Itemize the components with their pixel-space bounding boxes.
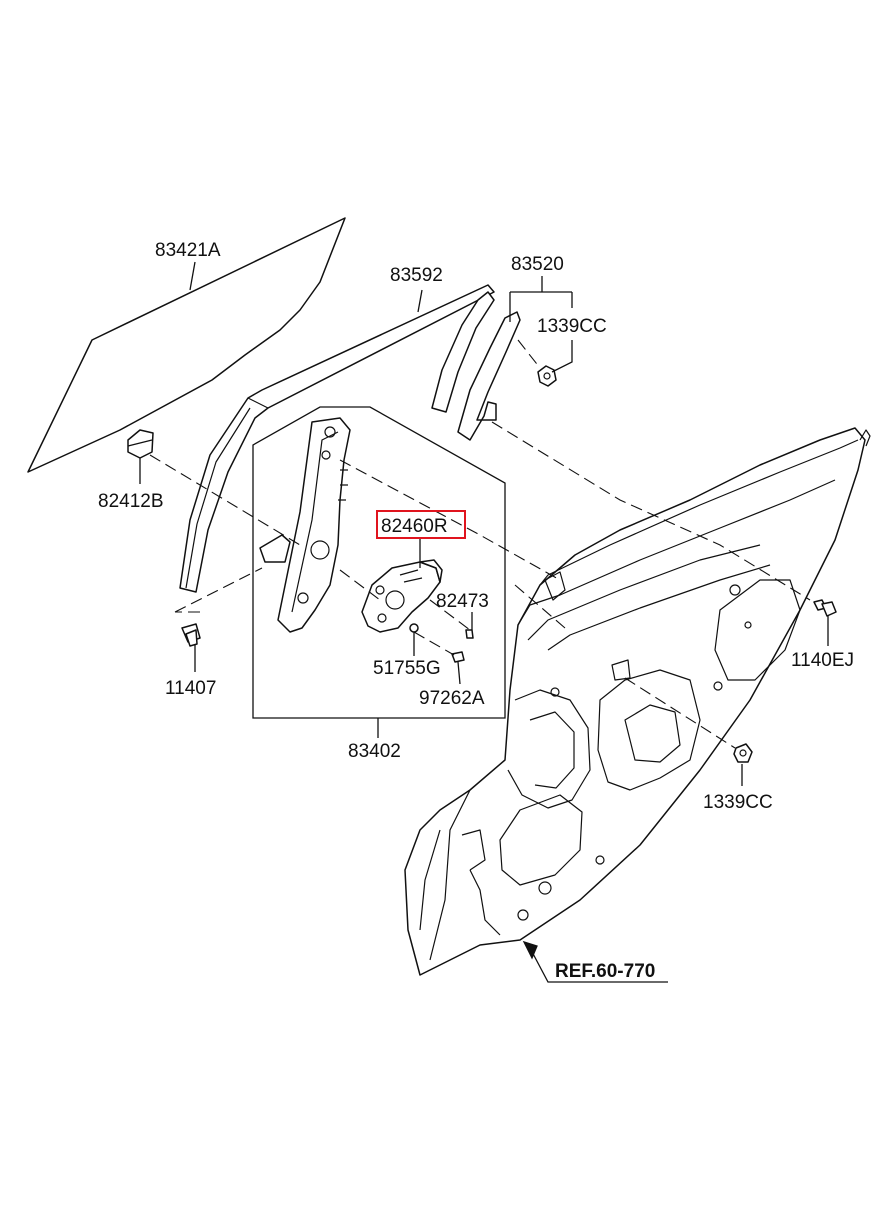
highlight-box [376,510,466,539]
nut-top[interactable] [537,365,557,387]
label-nut-top[interactable]: 1339CC [537,316,607,337]
label-nut-bottom[interactable]: 1339CC [703,792,773,813]
label-screw[interactable]: 97262A [419,688,485,709]
label-glass[interactable]: 83421A [155,240,221,261]
label-screw-small[interactable]: 82473 [436,591,489,612]
front-run-channel[interactable] [179,284,495,593]
grommet[interactable] [409,623,419,633]
label-grommet[interactable]: 51755G [373,658,441,679]
glass-clip[interactable] [127,429,154,459]
door-glass[interactable] [27,217,346,473]
screw-small[interactable] [465,629,474,639]
label-rear-channel[interactable]: 83520 [511,254,564,275]
rear-run-channel[interactable] [431,291,521,441]
assembly-outline [252,406,506,719]
label-bolt-left[interactable]: 11407 [165,678,216,699]
regulator-motor[interactable] [361,559,443,633]
regulator-rail[interactable] [259,417,351,633]
bolt-right[interactable] [813,599,837,617]
screw[interactable] [451,651,465,663]
bolt-left[interactable] [181,623,201,647]
label-assembly[interactable]: 83402 [348,741,401,762]
label-glass-clip[interactable]: 82412B [98,491,164,512]
label-regulator[interactable]: 82460R [381,516,448,537]
label-reference[interactable]: REF.60-770 [555,961,655,982]
door-inner-panel [404,427,871,976]
nut-bottom[interactable] [733,743,753,763]
label-front-channel[interactable]: 83592 [390,265,443,286]
label-bolt-right[interactable]: 1140EJ [791,650,854,671]
